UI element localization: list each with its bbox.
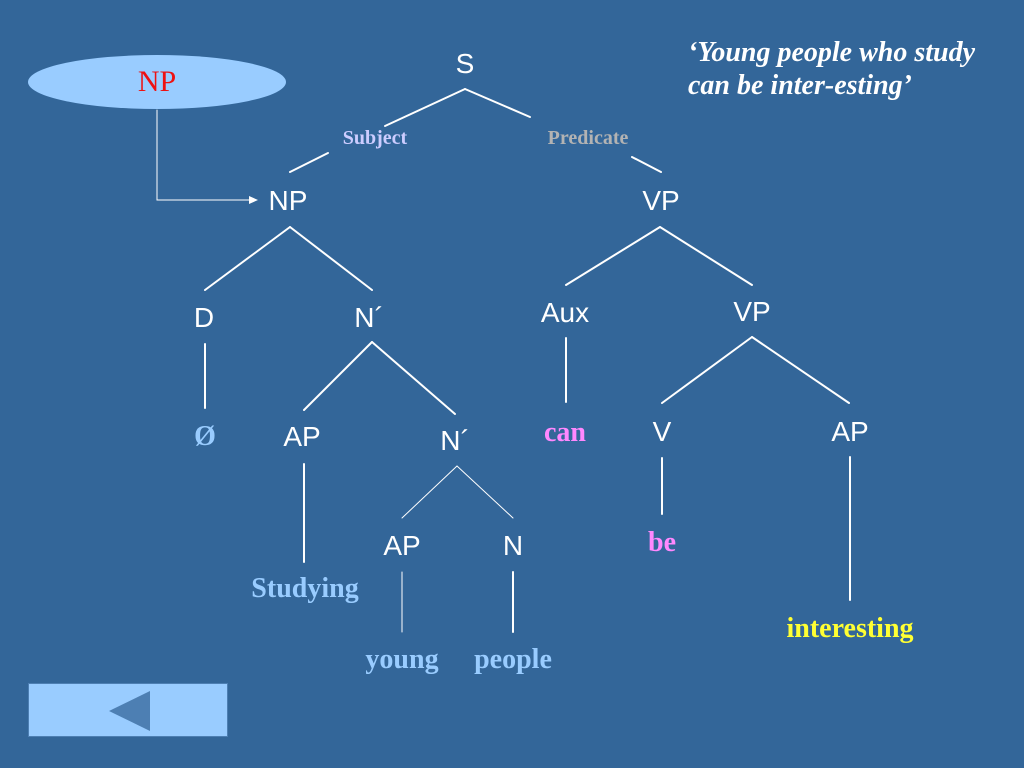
back-button[interactable] bbox=[28, 683, 228, 737]
word-be: be bbox=[648, 527, 676, 558]
word-young: young bbox=[365, 644, 439, 675]
edge-vp2-ap3 bbox=[751, 336, 850, 404]
node-s: S bbox=[455, 48, 475, 79]
node-np: NP bbox=[268, 185, 308, 216]
edge-s-predicate bbox=[464, 88, 531, 118]
node-vp2: VP bbox=[733, 296, 771, 327]
node-nbar: N´ bbox=[354, 302, 384, 333]
example-sentence: ‘Young people who study can be inter-est… bbox=[688, 37, 976, 102]
word-studying: Studying bbox=[251, 573, 359, 604]
moved-np-label: NP bbox=[137, 65, 177, 98]
edge-predicate-vp bbox=[631, 156, 662, 173]
back-arrow-icon bbox=[109, 691, 150, 731]
edge-vp-aux bbox=[565, 226, 661, 286]
node-vp: VP bbox=[642, 185, 680, 216]
edge-nbar-ap1 bbox=[303, 341, 373, 411]
movement-connector bbox=[156, 109, 251, 201]
node-n: N bbox=[502, 530, 524, 561]
node-ap2: AP bbox=[383, 530, 421, 561]
node-nbar2: N´ bbox=[440, 425, 470, 456]
edge-nbar2-ap2 bbox=[401, 465, 458, 519]
movement-arrowhead bbox=[249, 196, 258, 204]
node-aux: Aux bbox=[540, 297, 590, 328]
label-predicate: Predicate bbox=[547, 127, 629, 149]
node-v: V bbox=[652, 416, 672, 447]
word-can: can bbox=[544, 417, 586, 448]
moved-np-ellipse: NP bbox=[28, 55, 286, 109]
node-ap3: AP bbox=[831, 416, 869, 447]
node-d: D bbox=[193, 302, 215, 333]
node-ap1: AP bbox=[283, 421, 321, 452]
edge-vp-vp2 bbox=[659, 226, 753, 286]
edge-np-d bbox=[204, 226, 291, 291]
word-interesting: interesting bbox=[786, 613, 914, 644]
edge-nbar2-n bbox=[456, 465, 514, 519]
edge-np-nbar bbox=[289, 226, 373, 291]
word-people: people bbox=[474, 644, 552, 675]
edge-vp2-v bbox=[661, 336, 753, 404]
label-subject: Subject bbox=[342, 127, 408, 149]
edge-nbar-nbar2 bbox=[371, 341, 456, 415]
word-null-determiner: Ø bbox=[194, 421, 216, 452]
edge-s-subject bbox=[384, 88, 466, 127]
edge-subject-np bbox=[289, 152, 329, 173]
